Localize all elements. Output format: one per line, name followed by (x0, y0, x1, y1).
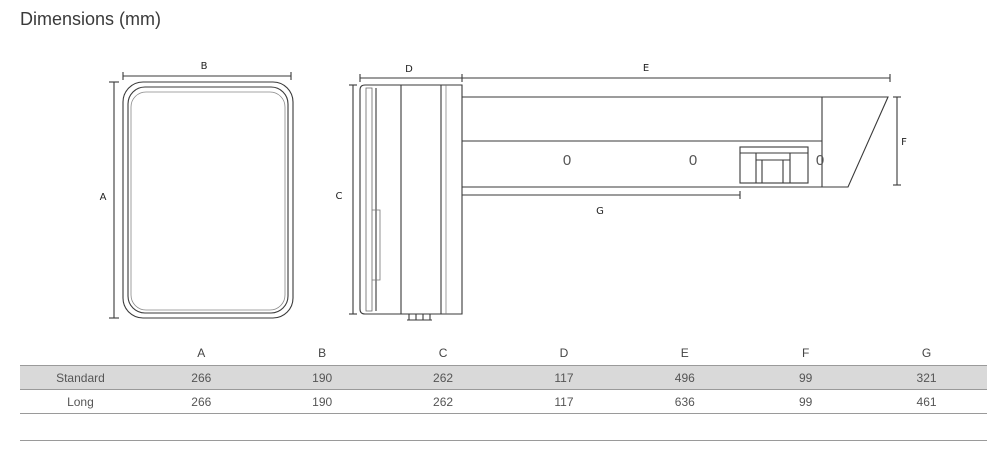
dimension-e-line (462, 74, 891, 82)
slot-mark-2: 0 (689, 152, 697, 169)
cell-a: 266 (140, 365, 262, 390)
row-name: Long (20, 389, 141, 414)
side-view (359, 84, 889, 321)
label-a: A (100, 192, 107, 203)
cell-d: 117 (503, 365, 625, 390)
cell-e: 636 (624, 389, 746, 414)
cell-a: 266 (140, 389, 262, 414)
cell-g: 461 (866, 389, 987, 414)
front-view (122, 81, 294, 319)
dimension-drawing: B A C D E F G 0 0 0 (100, 61, 907, 321)
label-d: D (405, 64, 413, 75)
label-b: B (201, 61, 208, 72)
table-row-long: Long 266 190 262 117 636 99 461 (20, 389, 987, 414)
label-f: F (901, 137, 907, 148)
cell-f: 99 (745, 389, 867, 414)
page-title: Dimensions (mm) (20, 9, 162, 29)
cell-d: 117 (503, 389, 625, 414)
dimension-g-line (462, 191, 741, 199)
dimension-b-line (122, 72, 292, 80)
table-header-corner (20, 341, 141, 366)
cell-f: 99 (745, 365, 867, 390)
label-g: G (596, 206, 604, 217)
dimension-a-line (109, 81, 119, 319)
dimension-d-line (359, 74, 463, 82)
cell-c: 262 (382, 389, 504, 414)
table-header-f: F (802, 346, 810, 360)
dimension-f-line (893, 96, 901, 186)
table-header-a: A (197, 346, 206, 360)
bottom-divider (20, 440, 987, 441)
table-header-c: C (438, 346, 448, 360)
table-header-g: G (921, 346, 932, 360)
cell-g: 321 (866, 365, 987, 390)
row-name: Standard (20, 365, 141, 390)
label-e: E (643, 63, 649, 74)
table-header-row: A B C D E F G (20, 341, 987, 366)
cell-e: 496 (624, 365, 746, 390)
label-c: C (336, 191, 343, 202)
cell-b: 190 (261, 365, 383, 390)
cell-b: 190 (261, 389, 383, 414)
cell-c: 262 (382, 365, 504, 390)
table-header-d: D (559, 346, 569, 360)
table-header-b: B (318, 346, 327, 360)
dimensions-table: A B C D E F G Standard 266 190 262 117 4… (20, 341, 987, 414)
dimension-c-line (349, 84, 357, 315)
table-header-e: E (680, 346, 689, 360)
slot-mark-1: 0 (563, 152, 571, 169)
table-row-standard: Standard 266 190 262 117 496 99 321 (20, 365, 987, 390)
slot-mark-3: 0 (816, 152, 824, 169)
